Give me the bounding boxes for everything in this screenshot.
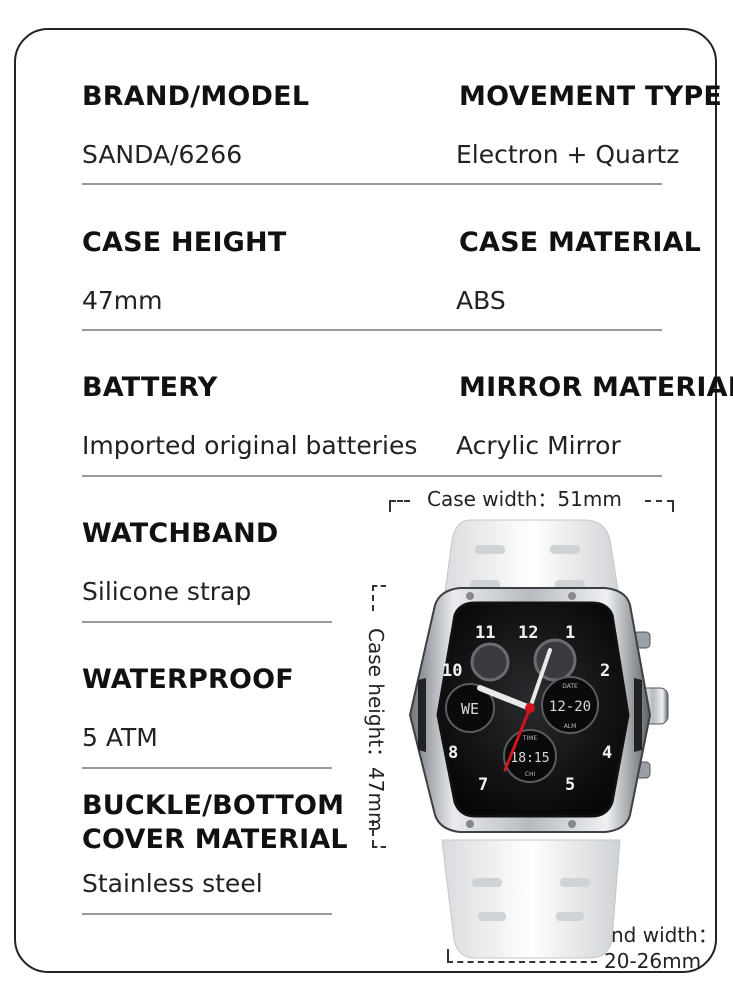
mirror-material-value: Acrylic Mirror	[456, 431, 621, 460]
waterproof-label: WATERPROOF	[82, 664, 294, 695]
waterproof-value: 5 ATM	[82, 723, 158, 752]
minute-hand	[528, 648, 552, 710]
numeral: 11	[475, 623, 495, 643]
brand-model-label: BRAND/MODEL	[82, 81, 310, 112]
case-height-marker-bottom	[372, 820, 374, 846]
numeral: 4	[602, 743, 612, 763]
row-divider	[82, 329, 662, 331]
band-width-marker	[447, 961, 597, 963]
row-divider	[82, 767, 332, 769]
buckle-bottom-label-line1: BUCKLE/BOTTOM	[82, 790, 345, 821]
row-divider	[82, 621, 332, 623]
sub-label: DATE	[562, 683, 578, 690]
digital-bottom-text: 18:15	[510, 751, 549, 766]
second-hand	[503, 706, 532, 772]
mirror-material-label: MIRROR MATERIAL	[459, 372, 733, 403]
brand-model-value: SANDA/6266	[82, 140, 243, 169]
sub-label: ALM	[564, 723, 577, 730]
buckle-bottom-value: Stainless steel	[82, 869, 263, 898]
band-width-value: 20-26mm	[604, 949, 702, 973]
case-height-marker-bottom-tick	[372, 846, 386, 848]
case-width-marker-right-tick	[672, 500, 674, 512]
subdial-right	[541, 676, 599, 734]
case-material-label: CASE MATERIAL	[459, 227, 702, 258]
sub-label: TIME	[522, 735, 538, 742]
case-height-value: 47mm	[82, 286, 163, 315]
case-width-marker-left	[390, 500, 410, 502]
row-divider	[82, 475, 662, 477]
case-height-marker-top	[372, 585, 374, 611]
numeral: 8	[448, 743, 458, 763]
sub-label: CHI	[525, 771, 536, 778]
case-material-value: ABS	[456, 286, 506, 315]
numeral: 2	[600, 661, 610, 681]
band-width-marker-left-tick	[447, 949, 449, 961]
digital-right-text: 12-20	[549, 699, 591, 715]
battery-value: Imported original batteries	[82, 431, 418, 460]
watch-image: WE 12-20 18:15 DATE ALM TIME CHI 11 12 1…	[408, 519, 669, 959]
spec-card-frame	[14, 28, 717, 973]
numeral: 1	[565, 623, 575, 643]
band-width-label: Band width：	[585, 923, 718, 947]
digital-left-text: WE	[461, 700, 479, 718]
watchband-value: Silicone strap	[82, 577, 252, 606]
movement-type-label: MOVEMENT TYPE	[459, 81, 722, 112]
numeral: 5	[565, 775, 575, 795]
strap-bottom	[441, 839, 621, 959]
case-width-label: Case width：51mm	[427, 487, 622, 511]
case-width-marker-left-tick	[389, 500, 391, 512]
battery-label: BATTERY	[82, 372, 218, 403]
case-height-label: CASE HEIGHT	[82, 227, 287, 258]
case-width-marker-right	[645, 500, 673, 502]
case-height-marker-top-tick	[372, 585, 386, 587]
hour-hand	[477, 685, 533, 711]
row-divider	[82, 183, 662, 185]
numeral: 10	[442, 661, 462, 681]
subdial-left	[445, 683, 495, 733]
row-divider	[82, 913, 332, 915]
numeral: 12	[518, 623, 538, 643]
watchband-label: WATCHBAND	[82, 518, 279, 549]
movement-type-value: Electron + Quartz	[456, 140, 680, 169]
numeral: 7	[478, 775, 488, 795]
buckle-bottom-label-line2: COVER MATERIAL	[82, 824, 348, 855]
